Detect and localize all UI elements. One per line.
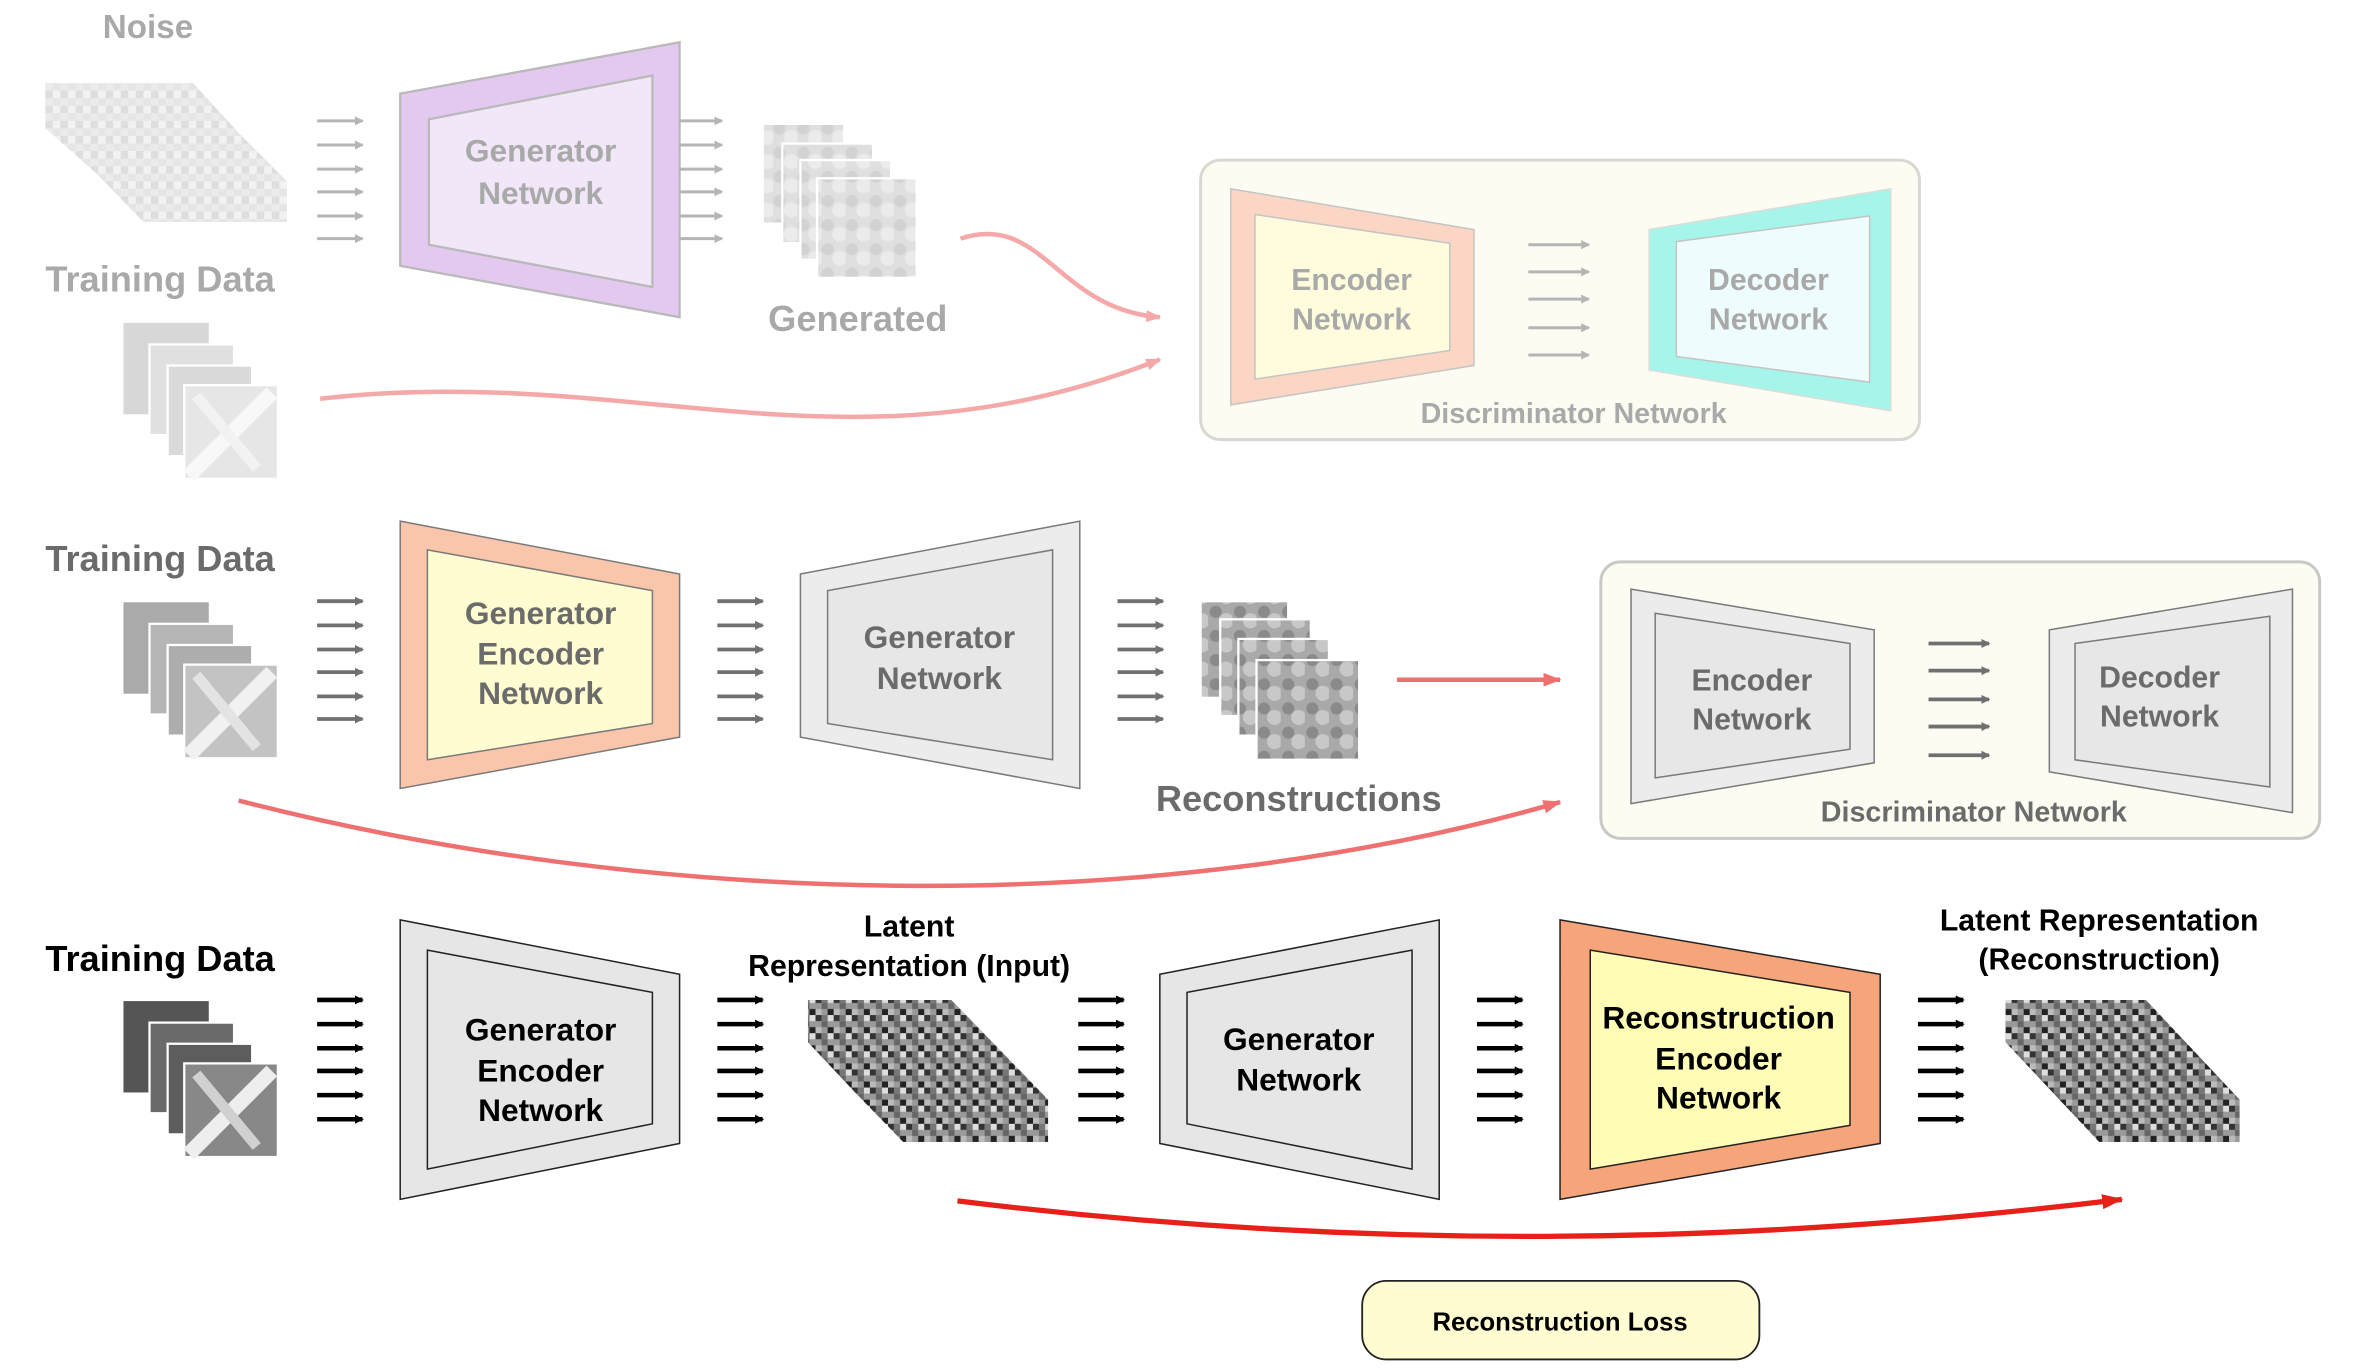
recon-encoder-line1: Reconstruction <box>1602 1000 1834 1036</box>
generated-label: Generated <box>768 298 947 339</box>
reconstruction-encoder-box: Reconstruction Encoder Network <box>1559 919 1881 1201</box>
gen-encoder-3-line2: Encoder <box>477 1053 604 1089</box>
generator-2-line1: Generator <box>864 619 1016 655</box>
noise-label: Noise <box>103 9 193 46</box>
decoder-label-1-line2: Network <box>1709 303 1828 336</box>
recon-encoder-line2: Encoder <box>1655 1040 1782 1076</box>
decoder-label-2-line2: Network <box>2100 701 2219 734</box>
generator-label-line1: Generator <box>465 133 617 169</box>
arrow-bundle-recon-encoder-3 <box>1476 995 1524 1124</box>
arrow-training-to-discriminator-1 <box>319 357 1162 420</box>
generator-label-line2: Network <box>478 175 603 211</box>
decoder-network-box-1: Decoder Network <box>1648 187 1892 412</box>
arrow-bundle-training-3 <box>317 995 364 1124</box>
encoder-network-box-1: Encoder Network <box>1230 187 1475 406</box>
reconstructions-label: Reconstructions <box>1156 778 1442 819</box>
gen-encoder-2-line1: Generator <box>465 595 617 631</box>
encoder-label-2-line1: Encoder <box>1691 664 1812 697</box>
training-data-label-1: Training Data <box>45 259 275 300</box>
generator-network-box-2: Generator Network <box>799 520 1081 790</box>
discriminator-label-1: Discriminator Network <box>1421 398 1727 430</box>
arrow-bundle-generator-3 <box>1078 995 1126 1124</box>
row-latent-reconstruction: Training Data Generator Encoder Network <box>45 904 2259 1361</box>
row-autoencoder-gan: Training Data Generator Encoder Network <box>45 520 2322 889</box>
training-image-stack-2 <box>121 600 280 761</box>
generator-encoder-box-3: Generator Encoder Network <box>399 918 681 1201</box>
encoder-label-2-line2: Network <box>1692 704 1811 737</box>
gen-encoder-3-line1: Generator <box>465 1012 617 1048</box>
row-standard-gan: Noise Generator Network <box>45 9 1921 482</box>
gen-encoder-3-line3: Network <box>478 1092 603 1128</box>
arrow-bundle-generated <box>679 116 724 244</box>
training-image-stack-1 <box>121 320 280 482</box>
latent-recon-label-line1: Latent Representation <box>1940 904 2259 937</box>
encoder-network-box-2: Encoder Network <box>1630 588 1875 805</box>
latent-input-stack <box>807 999 1049 1142</box>
latent-recon-stack <box>2005 999 2240 1142</box>
arrow-bundle-encoder-decoder-2 <box>1928 638 1991 760</box>
arrow-training-to-discriminator-2 <box>238 798 1562 889</box>
arrow-generated-to-discriminator <box>959 231 1162 323</box>
latent-input-label-line1: Latent <box>864 911 955 944</box>
training-data-label-3: Training Data <box>45 938 275 979</box>
decoder-label-2-line1: Decoder <box>2099 661 2220 694</box>
recon-encoder-line3: Network <box>1656 1080 1781 1116</box>
encoder-label-1-line1: Encoder <box>1291 264 1412 297</box>
reconstruction-loss-label: Reconstruction Loss <box>1432 1309 1687 1337</box>
generator-encoder-box-2: Generator Encoder Network <box>399 520 681 790</box>
discriminator-box-2: Encoder Network Decoder Network Discrimi… <box>1599 560 2322 840</box>
arrow-bundle-noise <box>317 116 364 244</box>
discriminator-label-2: Discriminator Network <box>1821 797 2127 829</box>
discriminator-box-1: Encoder Network Decoder Network Discrimi… <box>1199 158 1921 442</box>
encoder-label-1-line2: Network <box>1292 303 1411 336</box>
generated-image-stack <box>761 122 918 280</box>
gen-encoder-2-line3: Network <box>478 675 603 711</box>
training-data-label-2: Training Data <box>45 538 275 579</box>
arrow-bundle-latent-2 <box>717 596 765 724</box>
noise-image-stack <box>45 83 287 223</box>
arrow-bundle-training-2 <box>317 596 364 724</box>
arrow-bundle-latent-in-3 <box>717 995 765 1124</box>
reconstruction-loss-box: Reconstruction Loss <box>1361 1279 1761 1361</box>
training-image-stack-3 <box>121 998 280 1160</box>
generator-2-line2: Network <box>877 660 1002 696</box>
latent-recon-label-line2: (Reconstruction) <box>1978 944 2219 977</box>
decoder-network-box-2: Decoder Network <box>2048 588 2294 814</box>
generator-3-line2: Network <box>1236 1062 1361 1098</box>
arrow-reconstruction-loss <box>957 1194 2124 1240</box>
gen-encoder-2-line2: Encoder <box>477 636 604 672</box>
generator-3-line1: Generator <box>1223 1021 1375 1057</box>
reconstructions-image-stack <box>1199 600 1361 761</box>
arrow-bundle-recon-2 <box>1117 596 1165 724</box>
arrow-bundle-encoder-decoder-1 <box>1528 240 1591 360</box>
noise-image-stack-shape <box>45 83 287 223</box>
arrow-bundle-latent-out-3 <box>1917 995 1965 1124</box>
generator-network-box: Generator Network <box>399 40 681 319</box>
latent-input-label-line2: Representation (Input) <box>748 950 1070 983</box>
decoder-label-1-line1: Decoder <box>1708 264 1829 297</box>
generator-network-box-3: Generator Network <box>1159 918 1440 1201</box>
